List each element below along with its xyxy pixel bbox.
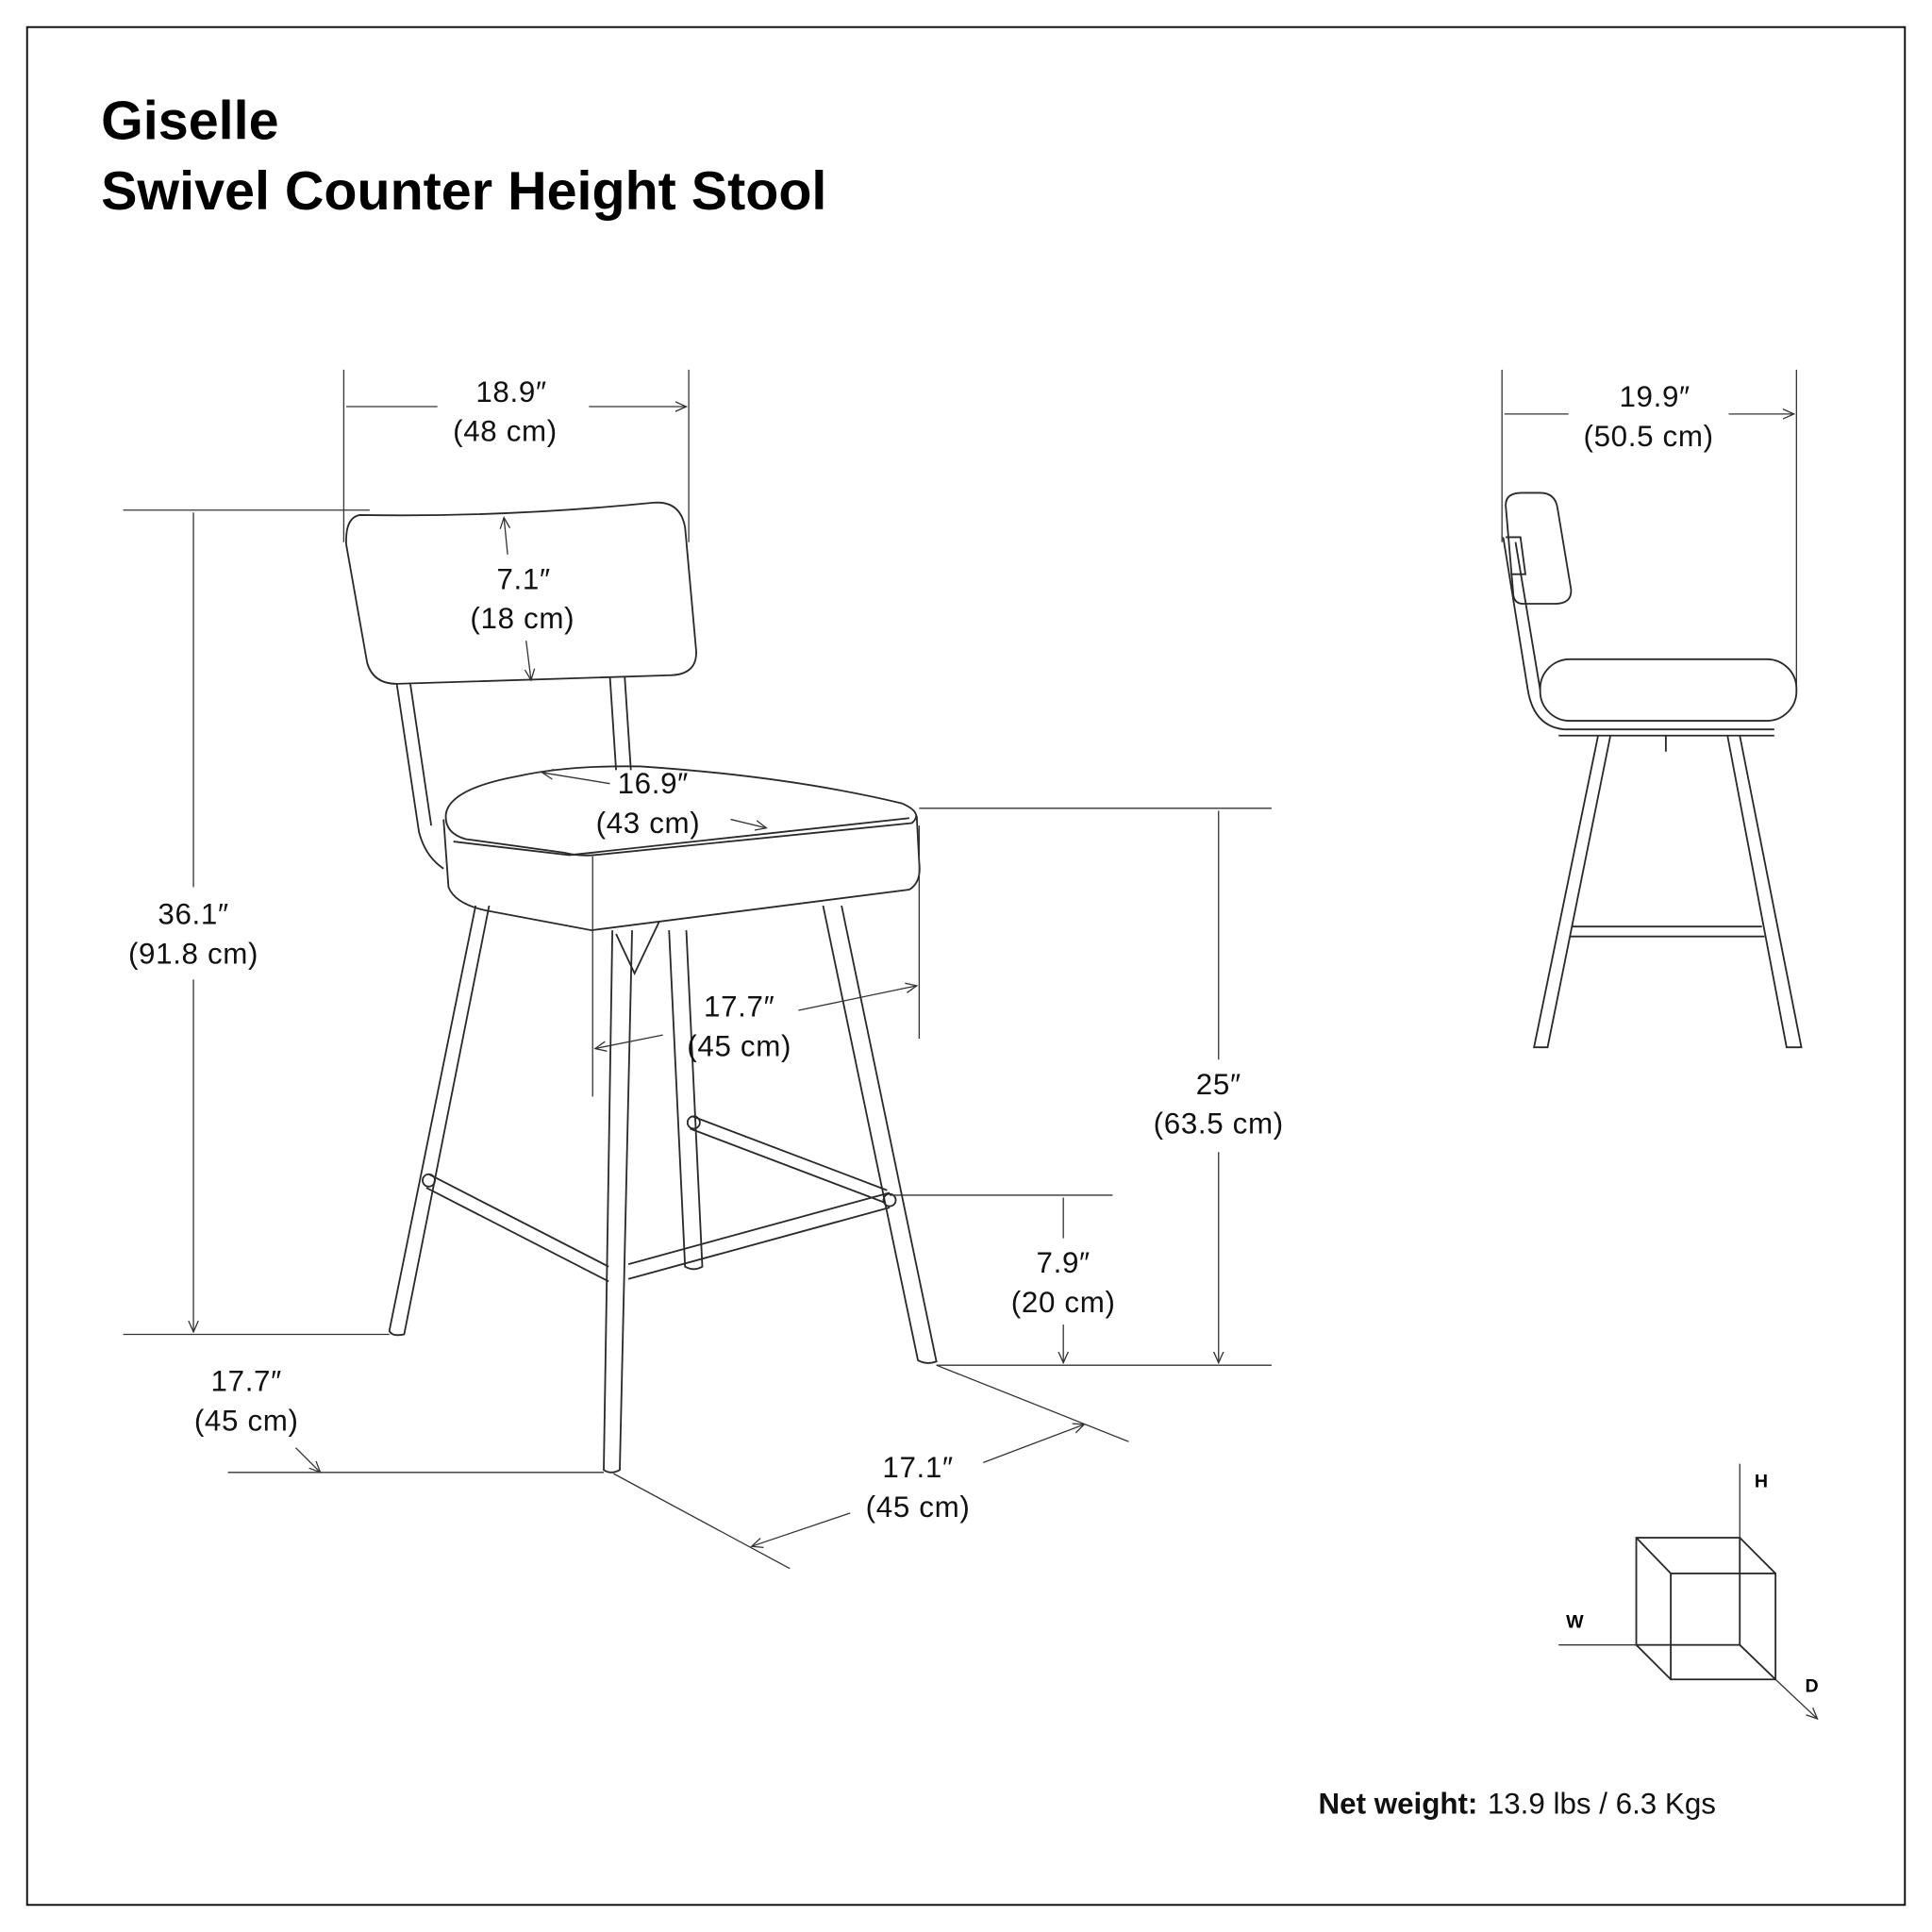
seat-height-cm: (63.5 cm) [1154, 1108, 1284, 1141]
seat-width-cm: (43 cm) [596, 807, 701, 840]
base-width-cm: (45 cm) [194, 1404, 299, 1437]
axis-d-label: D [1805, 1675, 1818, 1696]
axis-w-label: W [1566, 1611, 1584, 1632]
overall-height-cm: (91.8 cm) [128, 937, 258, 970]
back-height-cm: (18 cm) [470, 602, 575, 635]
seat-height-in: 25″ [1196, 1068, 1241, 1101]
base-depth-cm: (45 cm) [866, 1491, 971, 1524]
back-height-in: 7.1″ [496, 562, 550, 595]
axis-h-label: H [1755, 1471, 1768, 1491]
net-weight-label: Net weight: [1319, 1788, 1478, 1821]
stool-side-view: 19.9″ (50.5 cm) [1501, 369, 1801, 1049]
net-weight-value: 13.9 lbs / 6.3 Kgs [1488, 1788, 1716, 1821]
seat-depth-cm: (45 cm) [687, 1029, 791, 1062]
frame [25, 25, 1907, 1907]
side-depth-in: 19.9″ [1619, 380, 1690, 413]
overall-width-in: 18.9″ [475, 375, 546, 408]
footrest-height-in: 7.9″ [1037, 1246, 1091, 1279]
base-width-in: 17.7″ [211, 1365, 282, 1398]
title-name: Giselle [101, 92, 278, 152]
base-depth-in: 17.1″ [882, 1451, 953, 1484]
net-weight: Net weight: 13.9 lbs / 6.3 Kgs [1319, 1788, 1716, 1821]
title-product: Swivel Counter Height Stool [101, 161, 826, 222]
overall-height-in: 36.1″ [158, 898, 228, 931]
overall-width-cm: (48 cm) [453, 415, 558, 448]
footrest-height-cm: (20 cm) [1011, 1286, 1116, 1319]
seat-width-in: 16.9″ [618, 767, 689, 800]
dimension-lines [123, 369, 1272, 1570]
axes-cube-icon: H W D [1558, 1463, 1818, 1719]
stool-front-view [345, 501, 938, 1474]
seat-depth-in: 17.7″ [704, 991, 774, 1024]
side-depth-cm: (50.5 cm) [1583, 420, 1713, 453]
dimension-labels: 18.9″ (48 cm) 7.1″ (18 cm) 16.9″ (43 cm)… [128, 375, 1284, 1524]
